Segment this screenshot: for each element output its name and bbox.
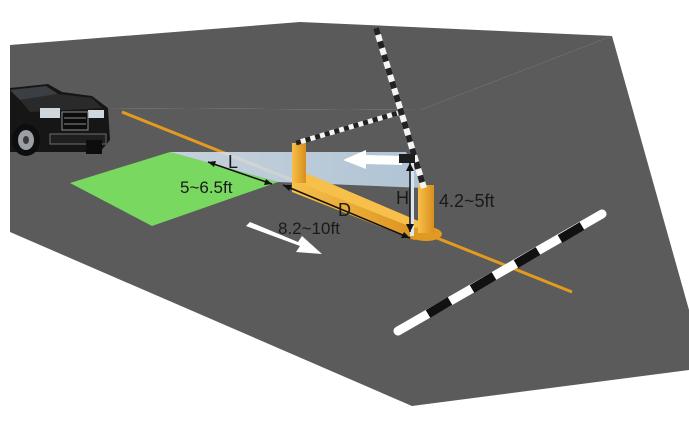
label-h: H bbox=[396, 188, 409, 208]
boom-barrier-icon bbox=[292, 27, 442, 241]
barrier-left-post bbox=[292, 143, 306, 183]
road-cross bbox=[10, 150, 412, 406]
sensor-arrow-icon bbox=[343, 150, 402, 169]
dashed-boundary-line bbox=[393, 209, 607, 336]
road bbox=[10, 22, 689, 406]
dimension-l: L 5~6.5ft bbox=[180, 152, 273, 197]
sensor-pole bbox=[410, 160, 414, 236]
dimension-d: D 8.2~10ft bbox=[278, 184, 411, 239]
label-l: L bbox=[228, 152, 238, 172]
detection-zone bbox=[70, 152, 278, 226]
road-main bbox=[10, 36, 689, 406]
arrow-icon bbox=[246, 222, 322, 254]
barrier-boom bbox=[373, 27, 427, 189]
sensor-icon bbox=[399, 154, 415, 163]
suv-icon bbox=[10, 84, 110, 156]
label-d: D bbox=[338, 200, 351, 220]
label-d-value: 8.2~10ft bbox=[278, 219, 340, 238]
label-l-value: 5~6.5ft bbox=[180, 178, 233, 197]
label-h-value: 4.2~5ft bbox=[439, 191, 495, 211]
dimension-h: H 4.2~5ft bbox=[396, 163, 495, 232]
road-upper-lane bbox=[10, 22, 612, 110]
barrier-right-post bbox=[418, 185, 434, 233]
